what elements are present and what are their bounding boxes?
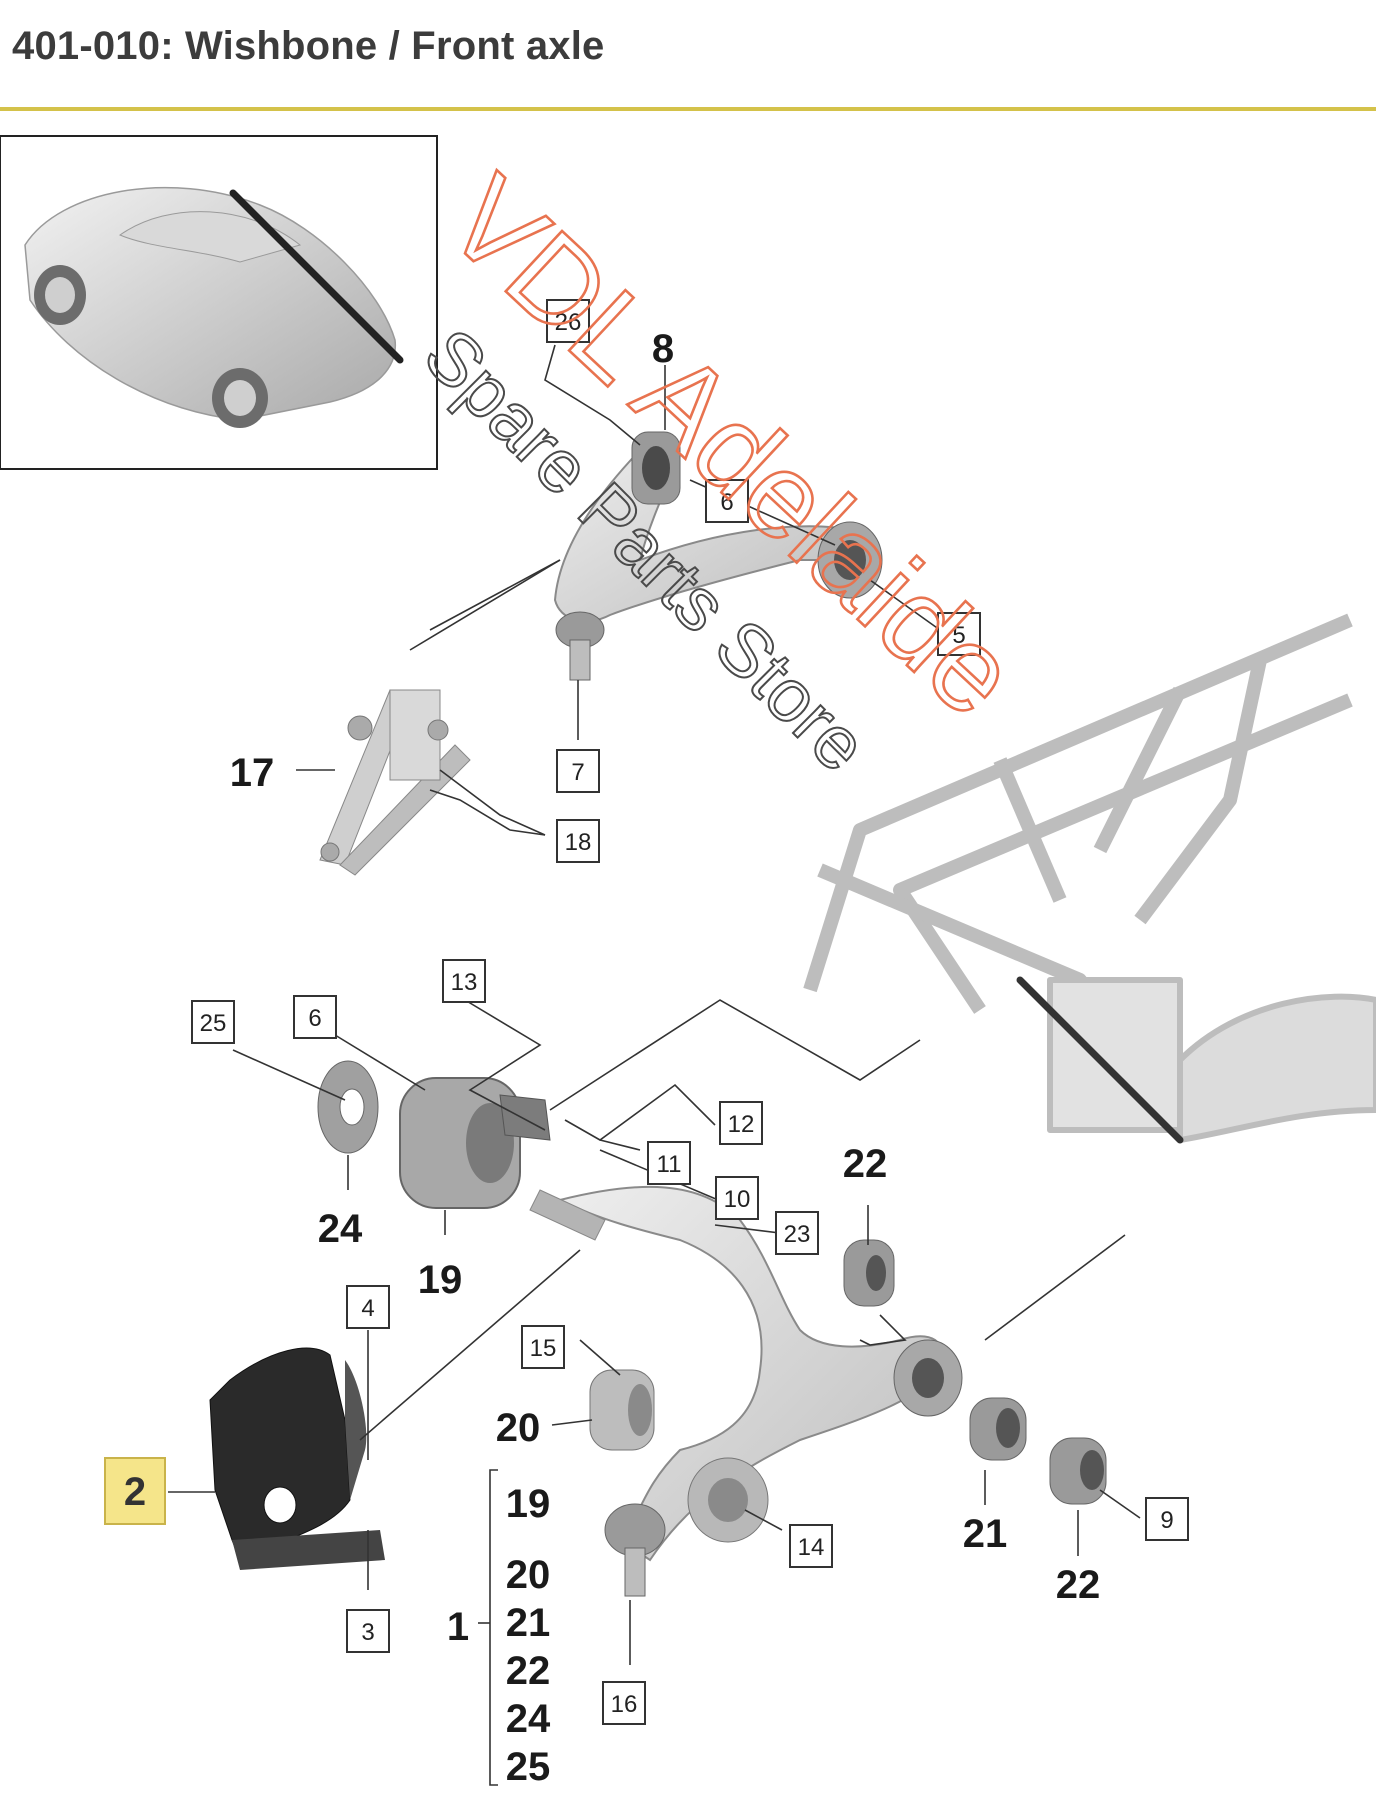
- svg-text:2: 2: [124, 1470, 146, 1514]
- callout-11[interactable]: 11: [647, 1141, 691, 1185]
- callout-22-lower[interactable]: 22: [1056, 1563, 1101, 1607]
- callout-6-lower[interactable]: 6: [293, 995, 337, 1039]
- washer-25: [317, 1060, 379, 1154]
- bushing-22: [1049, 1437, 1107, 1505]
- callout-21[interactable]: 21: [963, 1512, 1008, 1556]
- kit-item-19: 19: [506, 1482, 551, 1526]
- svg-text:26: 26: [555, 309, 582, 336]
- callout-23[interactable]: 23: [775, 1211, 819, 1255]
- svg-text:7: 7: [571, 759, 584, 786]
- svg-text:6: 6: [720, 489, 733, 516]
- bushing-21: [969, 1397, 1027, 1461]
- svg-text:23: 23: [784, 1221, 811, 1248]
- callout-2[interactable]: 2: [104, 1457, 166, 1525]
- svg-text:5: 5: [952, 622, 965, 649]
- svg-text:9: 9: [1160, 1507, 1173, 1534]
- callout-15[interactable]: 15: [521, 1325, 565, 1369]
- svg-text:14: 14: [798, 1534, 825, 1561]
- callout-22-upper[interactable]: 22: [843, 1142, 888, 1186]
- callout-26[interactable]: 26: [546, 299, 590, 343]
- svg-text:11: 11: [657, 1151, 682, 1178]
- callout-3[interactable]: 3: [346, 1609, 390, 1653]
- height-sensor-linkage: [319, 689, 471, 876]
- callout-25[interactable]: 25: [191, 1000, 235, 1044]
- svg-text:18: 18: [565, 829, 592, 856]
- svg-text:16: 16: [611, 1691, 638, 1718]
- callout-20[interactable]: 20: [496, 1406, 541, 1450]
- bushing-19: [399, 1077, 551, 1209]
- callout-14[interactable]: 14: [789, 1524, 833, 1568]
- upper-wishbone: [553, 431, 883, 681]
- callout-9[interactable]: 9: [1145, 1497, 1189, 1541]
- bushing-23: [843, 1239, 895, 1307]
- kit-item-25: 25: [506, 1745, 551, 1789]
- callout-16[interactable]: 16: [602, 1681, 646, 1725]
- lower-wishbone: [529, 1185, 963, 1597]
- cover-panel-2: [209, 1347, 385, 1570]
- callout-17[interactable]: 17: [230, 751, 275, 795]
- callout-6-upper[interactable]: 6: [705, 479, 749, 523]
- svg-text:6: 6: [308, 1005, 321, 1032]
- svg-text:15: 15: [530, 1335, 557, 1362]
- svg-text:10: 10: [724, 1186, 751, 1213]
- vehicle-thumbnail: [0, 135, 438, 470]
- callout-8[interactable]: 8: [652, 327, 674, 371]
- callout-12[interactable]: 12: [719, 1101, 763, 1145]
- svg-text:25: 25: [200, 1010, 227, 1037]
- bushing-20: [589, 1369, 655, 1451]
- title-divider: [0, 107, 1376, 111]
- callout-24[interactable]: 24: [318, 1207, 363, 1251]
- watermark: VDL Adelaide Spare Parts Store: [408, 150, 1044, 789]
- svg-text:13: 13: [451, 969, 478, 996]
- kit-item-20: 20: [506, 1553, 551, 1597]
- callout-4[interactable]: 4: [346, 1285, 390, 1329]
- callout-5[interactable]: 5: [937, 612, 981, 656]
- callout-13[interactable]: 13: [442, 959, 486, 1003]
- front-axle-subframe: [803, 613, 1376, 1144]
- svg-text:12: 12: [728, 1111, 755, 1138]
- callout-19[interactable]: 19: [418, 1258, 463, 1302]
- svg-text:4: 4: [361, 1295, 374, 1322]
- kit-item-21: 21: [506, 1601, 551, 1645]
- page-title: 401-010: Wishbone / Front axle: [12, 24, 605, 68]
- callout-10[interactable]: 10: [715, 1176, 759, 1220]
- leader-lines: [168, 344, 1141, 1786]
- kit-item-22: 22: [506, 1649, 551, 1693]
- callout-1[interactable]: 1: [447, 1605, 469, 1649]
- callout-7[interactable]: 7: [556, 749, 600, 793]
- callout-18[interactable]: 18: [556, 819, 600, 863]
- kit-item-24: 24: [506, 1697, 551, 1741]
- svg-text:3: 3: [361, 1619, 374, 1646]
